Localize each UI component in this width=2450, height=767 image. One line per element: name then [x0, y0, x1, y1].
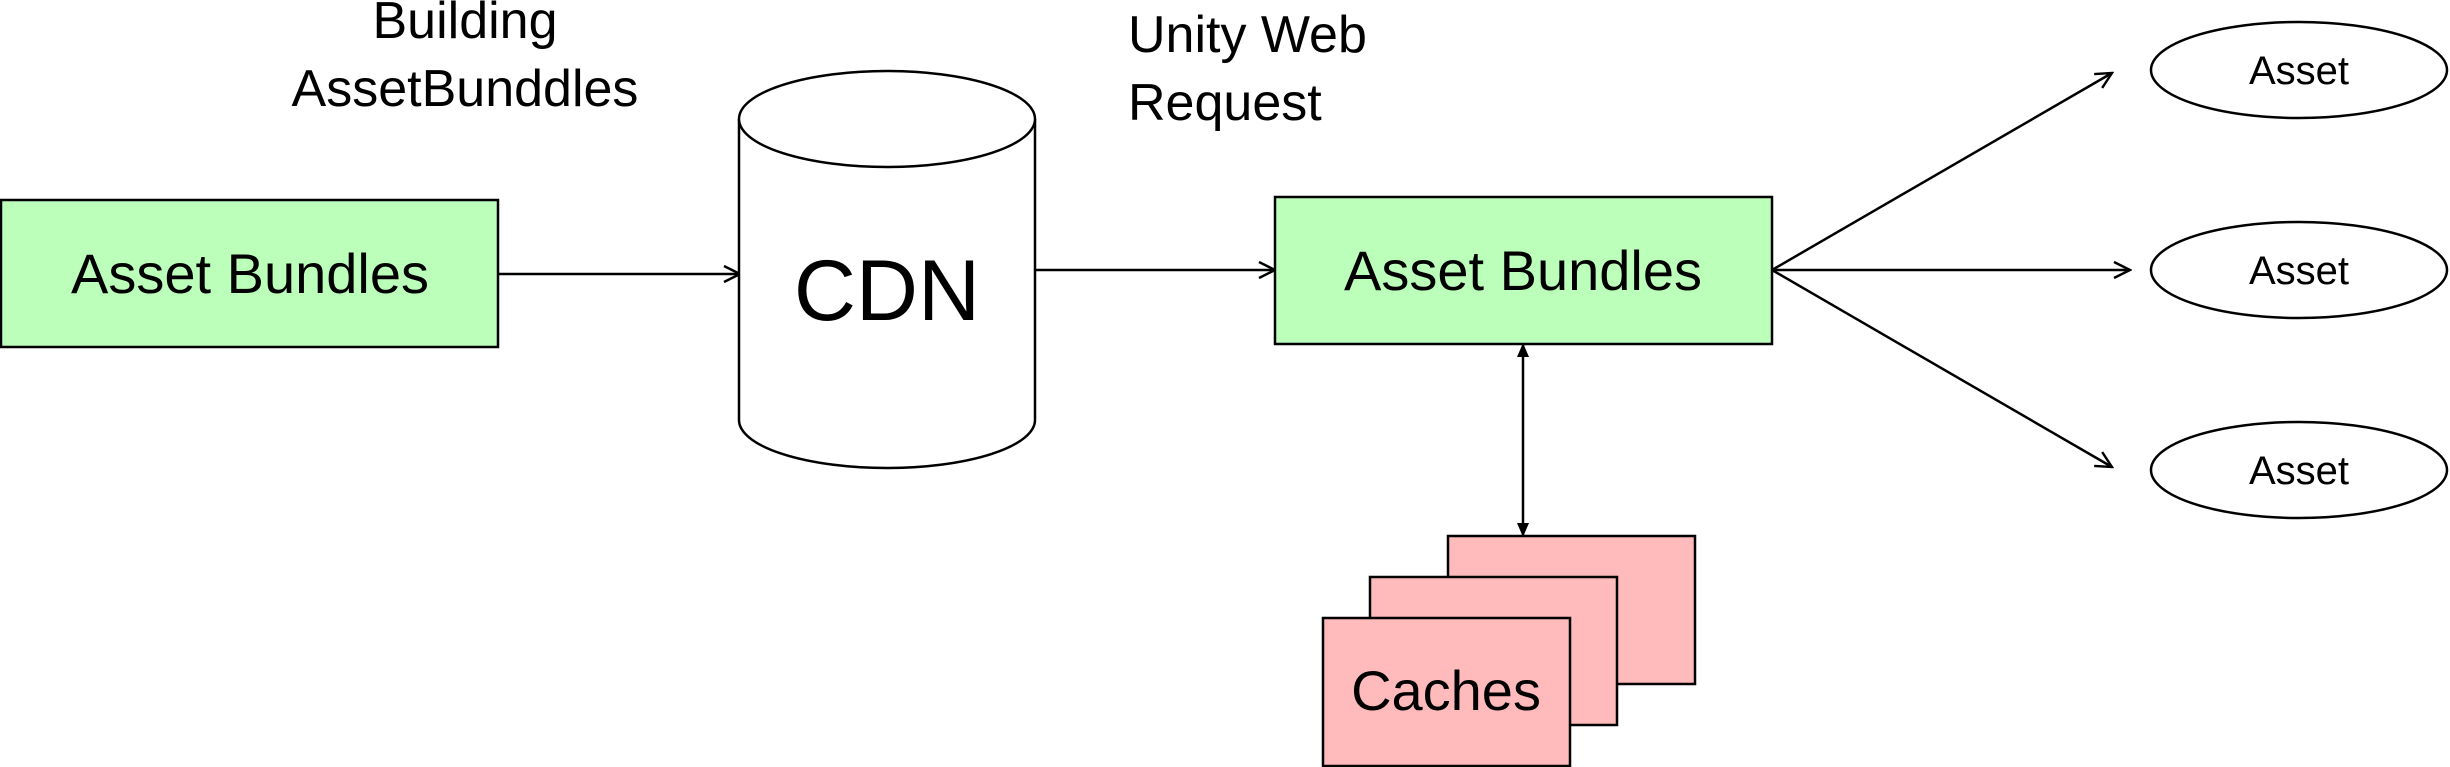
- cache-card-front: [1321, 616, 1572, 767]
- source-box-rect: [0, 198, 500, 349]
- build-label: Building AssetBunddles: [292, 0, 639, 118]
- asset-node-1-shape: [2149, 20, 2449, 120]
- source-box-label: Asset Bundles: [71, 242, 429, 305]
- asset-node-3-shape: [2149, 420, 2449, 520]
- asset-node-1-label: Asset: [2249, 49, 2349, 93]
- source-asset-bundles-box: Asset Bundles: [0, 198, 500, 349]
- cdn-label: CDN: [794, 243, 980, 339]
- asset-node-2-shape: [2149, 220, 2449, 320]
- target-box-label: Asset Bundles: [1344, 239, 1702, 302]
- asset-node-1: Asset: [2149, 20, 2449, 120]
- cdn-cylinder-top: [737, 69, 1037, 169]
- build-label-line1: Building: [372, 0, 557, 50]
- cdn-cylinder-body: [737, 119, 1037, 470]
- build-label-line2: AssetBunddles: [292, 60, 639, 118]
- request-label-line2: Request: [1128, 74, 1322, 132]
- arrow-target-to-asset-1: [1771, 73, 2112, 272]
- request-label-line1: Unity Web: [1128, 6, 1367, 64]
- request-label: Unity Web Request: [1128, 6, 1367, 132]
- cdn-cylinder: CDN: [737, 69, 1037, 470]
- arrow-target-to-asset-3: [1771, 268, 2112, 467]
- asset-node-2: Asset: [2149, 220, 2449, 320]
- asset-node-2-label: Asset: [2249, 249, 2349, 293]
- asset-node-3-label: Asset: [2249, 449, 2349, 493]
- target-asset-bundles-box: Asset Bundles: [1273, 195, 1774, 346]
- caches-stack: Caches: [1321, 534, 1697, 767]
- asset-node-3: Asset: [2149, 420, 2449, 520]
- caches-label: Caches: [1351, 659, 1541, 722]
